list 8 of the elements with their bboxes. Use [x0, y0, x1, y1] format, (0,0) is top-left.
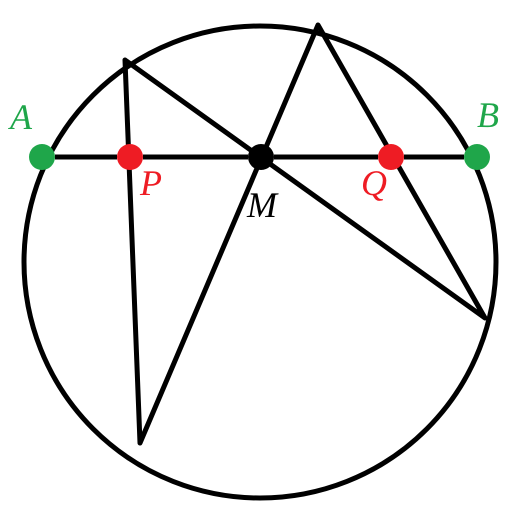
line-segment: [404, 154, 464, 160]
point-label: A: [10, 99, 32, 135]
line-segment: [55, 154, 117, 160]
point-label: Q: [361, 165, 387, 201]
line-segment: [143, 154, 248, 160]
point-label: M: [247, 187, 277, 223]
point-label: P: [140, 165, 162, 201]
point-label: B: [477, 97, 499, 133]
